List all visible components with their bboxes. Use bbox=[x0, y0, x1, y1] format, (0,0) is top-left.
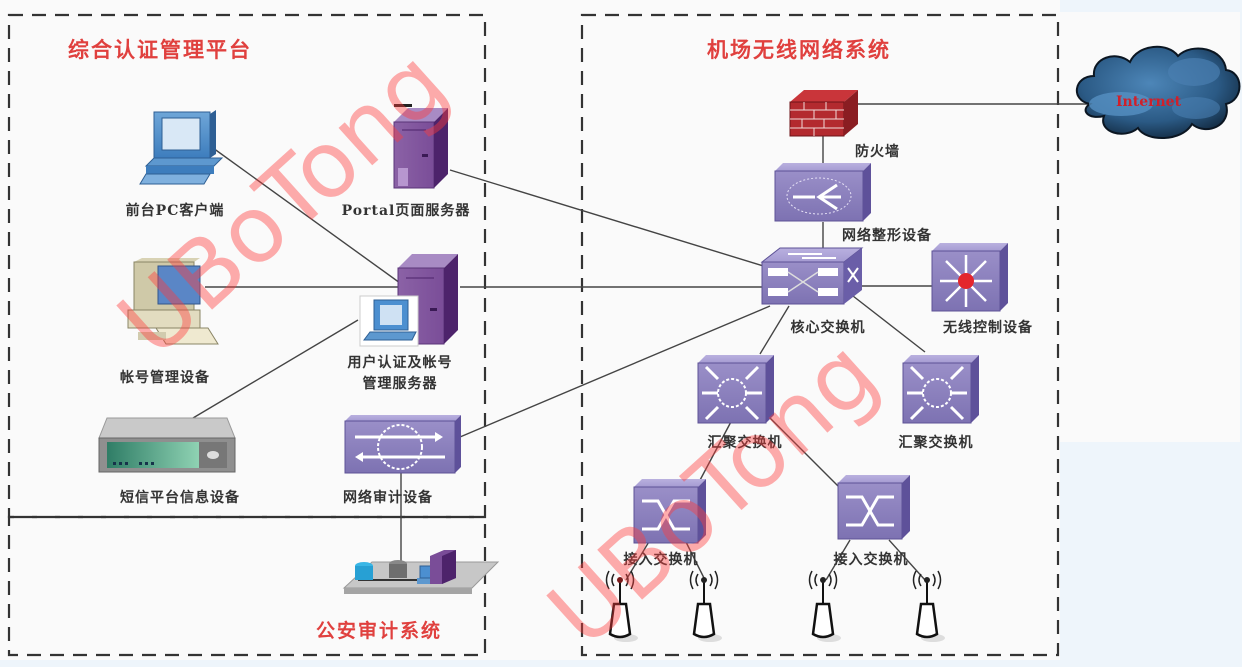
audit-switch-icon bbox=[344, 415, 461, 474]
sms-gateway-icon bbox=[98, 417, 236, 473]
edge-access2-ap4 bbox=[888, 539, 926, 581]
workstation-icon bbox=[127, 258, 219, 345]
server-tower-icon bbox=[393, 104, 448, 189]
edge-portal-core bbox=[449, 169, 771, 269]
shaper-label: 网络整形设备 bbox=[842, 228, 932, 244]
account-device-label: 帐号管理设备 bbox=[120, 370, 210, 386]
auth-pc-icon bbox=[359, 295, 419, 347]
access-switch-2-label: 接入交换机 bbox=[833, 552, 909, 568]
aggregation-switch-icon bbox=[697, 355, 774, 424]
portal-server-label: Portal页面服务器 bbox=[341, 203, 471, 219]
police-audit-zone-border bbox=[7, 515, 487, 657]
wireless-access-point-icon bbox=[689, 570, 722, 642]
traffic-shaper-icon bbox=[774, 163, 871, 222]
edge-agg1-access1 bbox=[698, 417, 734, 483]
airport-wireless-zone-border bbox=[580, 13, 1060, 657]
agg-switch-2-label: 汇聚交换机 bbox=[898, 435, 974, 451]
internet-label: Internet bbox=[1116, 94, 1182, 110]
wireless-access-point-icon bbox=[912, 570, 945, 642]
access-switch-1-label: 接入交换机 bbox=[623, 552, 699, 568]
edge-sms-authserver bbox=[192, 319, 359, 419]
desktop-pc-icon bbox=[139, 110, 224, 185]
core-switch-label: 核心交换机 bbox=[790, 320, 866, 336]
wireless-access-point-icon bbox=[605, 570, 638, 642]
access-points bbox=[605, 570, 945, 642]
cloud-icon bbox=[1075, 45, 1241, 140]
auth-server-label-line1: 用户认证及帐号 bbox=[347, 355, 453, 371]
wireless-controller-icon bbox=[931, 243, 1008, 312]
connections bbox=[192, 103, 1090, 581]
auth-platform-zone-border bbox=[7, 13, 487, 519]
firewall-label: 防火墙 bbox=[855, 144, 900, 160]
edge-access1-ap2 bbox=[684, 539, 706, 581]
agg-switch-1-label: 汇聚交换机 bbox=[707, 435, 783, 451]
edge-core-agg2 bbox=[852, 295, 926, 353]
police-audit-system-icon bbox=[342, 550, 500, 594]
access-switch-icon bbox=[837, 475, 910, 540]
front-pc-label: 前台PC客户端 bbox=[125, 203, 225, 219]
edge-agg1-access2 bbox=[769, 417, 843, 491]
airport-wireless-title: 机场无线网络系统 bbox=[707, 37, 891, 62]
core-switch-icon bbox=[760, 247, 864, 305]
audit-device-label: 网络审计设备 bbox=[343, 490, 433, 506]
aggregation-switch-icon bbox=[902, 355, 979, 424]
server-with-pc-icon bbox=[397, 254, 458, 345]
access-switch-icon bbox=[633, 479, 706, 544]
edge-frontpc-authserver bbox=[212, 147, 401, 284]
firewall-icon bbox=[789, 90, 858, 137]
edge-access2-ap3 bbox=[825, 539, 851, 581]
wireless-access-point-icon bbox=[808, 570, 841, 642]
sms-device-label: 短信平台信息设备 bbox=[120, 490, 240, 506]
edge-access1-ap1 bbox=[625, 539, 651, 581]
auth-platform-title: 综合认证管理平台 bbox=[68, 37, 252, 62]
edge-audit-core bbox=[459, 305, 771, 438]
edge-core-agg1 bbox=[759, 305, 790, 355]
zone-borders bbox=[7, 13, 1060, 657]
police-audit-title: 公安审计系统 bbox=[316, 620, 443, 642]
wireless-controller-label: 无线控制设备 bbox=[943, 320, 1033, 336]
auth-server-label-line2: 管理服务器 bbox=[362, 376, 438, 392]
